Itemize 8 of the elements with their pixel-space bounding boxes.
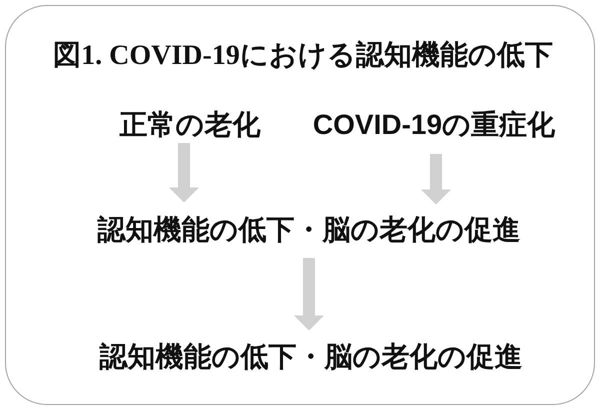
arrow xyxy=(294,258,324,330)
node-text: 正常の老化 xyxy=(120,108,260,142)
arrow xyxy=(169,143,199,202)
node-text: COVID-19の重症化 xyxy=(312,108,556,142)
arrow xyxy=(421,154,451,204)
node-text: 認知機能の低下・脳の老化の促進 xyxy=(100,340,522,374)
node-text: 認知機能の低下・脳の老化の促進 xyxy=(98,213,520,247)
title: 図1. COVID-19における認知機能の低下 xyxy=(53,39,553,73)
